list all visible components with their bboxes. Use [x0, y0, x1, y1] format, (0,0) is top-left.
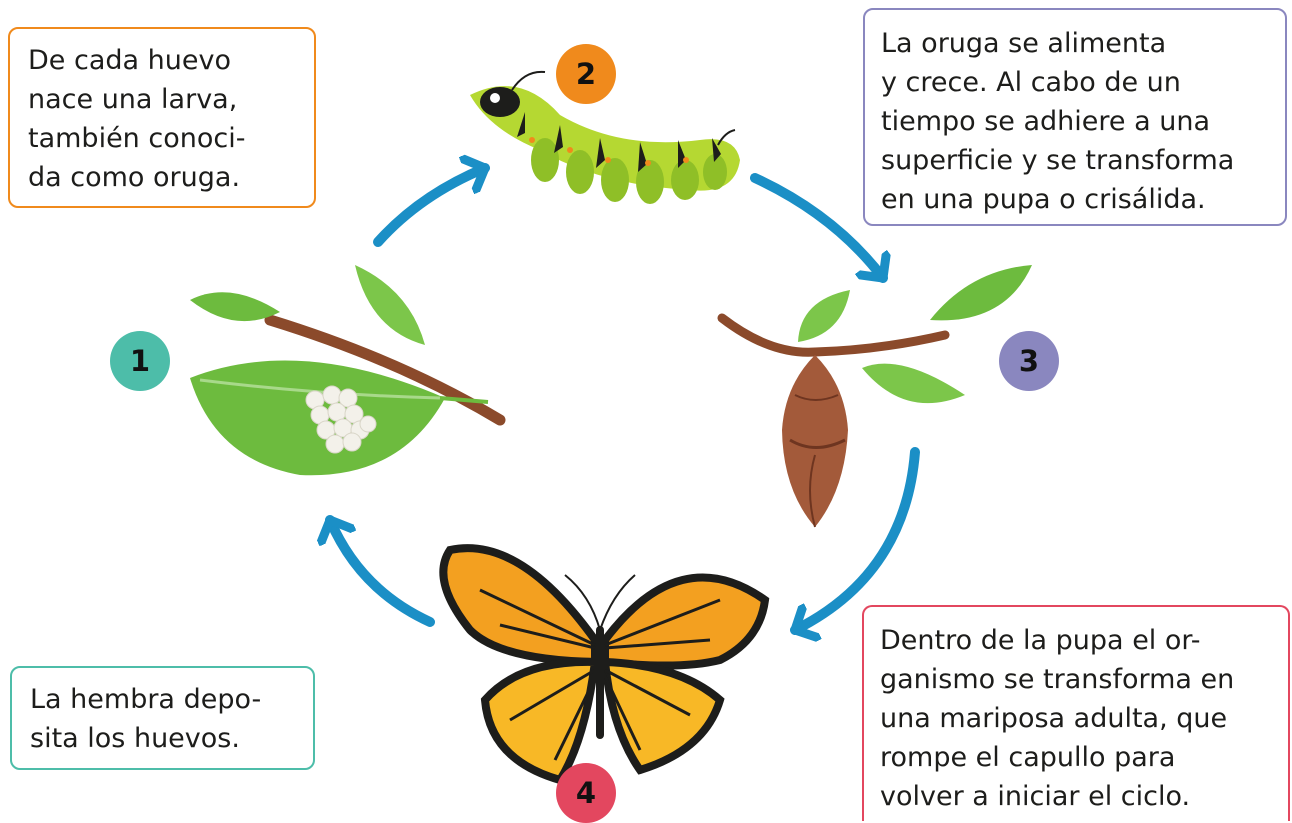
- step-2-text-line: da como oruga.: [28, 162, 241, 193]
- step-1-badge: 1: [110, 331, 170, 391]
- step-3-text-line: superficie y se transforma: [881, 145, 1235, 176]
- step-4-text-line: ganismo se transforma en: [880, 664, 1235, 695]
- step-2-text-line: nace una larva,: [28, 84, 238, 115]
- step-3-badge: 3: [999, 331, 1059, 391]
- caterpillar-icon: [470, 70, 740, 204]
- step-1-description: La hembra depo- sita los huevos.: [10, 666, 315, 770]
- step-4-badge: 4: [556, 763, 616, 823]
- step-1-text-line: La hembra depo-: [30, 684, 262, 715]
- step-2-text-line: también conoci-: [28, 123, 246, 154]
- step-2-text-line: De cada huevo: [28, 45, 231, 76]
- step-2-description: De cada huevo nace una larva, también co…: [8, 27, 316, 208]
- arrow-4-to-1: [330, 515, 435, 627]
- arrow-1-to-2: [373, 168, 490, 247]
- eggs-on-leaf-icon: [190, 265, 506, 476]
- step-2-badge: 2: [556, 44, 616, 104]
- step-1-text-line: sita los huevos.: [30, 723, 240, 754]
- arrow-2-to-3: [750, 173, 883, 283]
- step-3-text-line: tiempo se adhiere a una: [881, 106, 1211, 137]
- step-4-text-line: una mariposa adulta, que: [880, 703, 1228, 734]
- step-3-text-line: en una pupa o crisálida.: [881, 184, 1206, 215]
- step-3-text-line: La oruga se alimenta: [881, 28, 1167, 59]
- arrow-3-to-4: [790, 447, 920, 630]
- butterfly-icon: [439, 544, 770, 785]
- step-4-text-line: rompe el capullo para: [880, 742, 1176, 773]
- step-3-text-line: y crece. Al cabo de un: [881, 67, 1181, 98]
- step-3-description: La oruga se alimenta y crece. Al cabo de…: [863, 8, 1287, 226]
- step-4-text-line: volver a iniciar el ciclo.: [880, 781, 1191, 812]
- step-4-description: Dentro de la pupa el or- ganismo se tran…: [862, 605, 1290, 821]
- step-4-text-line: Dentro de la pupa el or-: [880, 625, 1201, 656]
- chrysalis-icon: [717, 265, 1032, 528]
